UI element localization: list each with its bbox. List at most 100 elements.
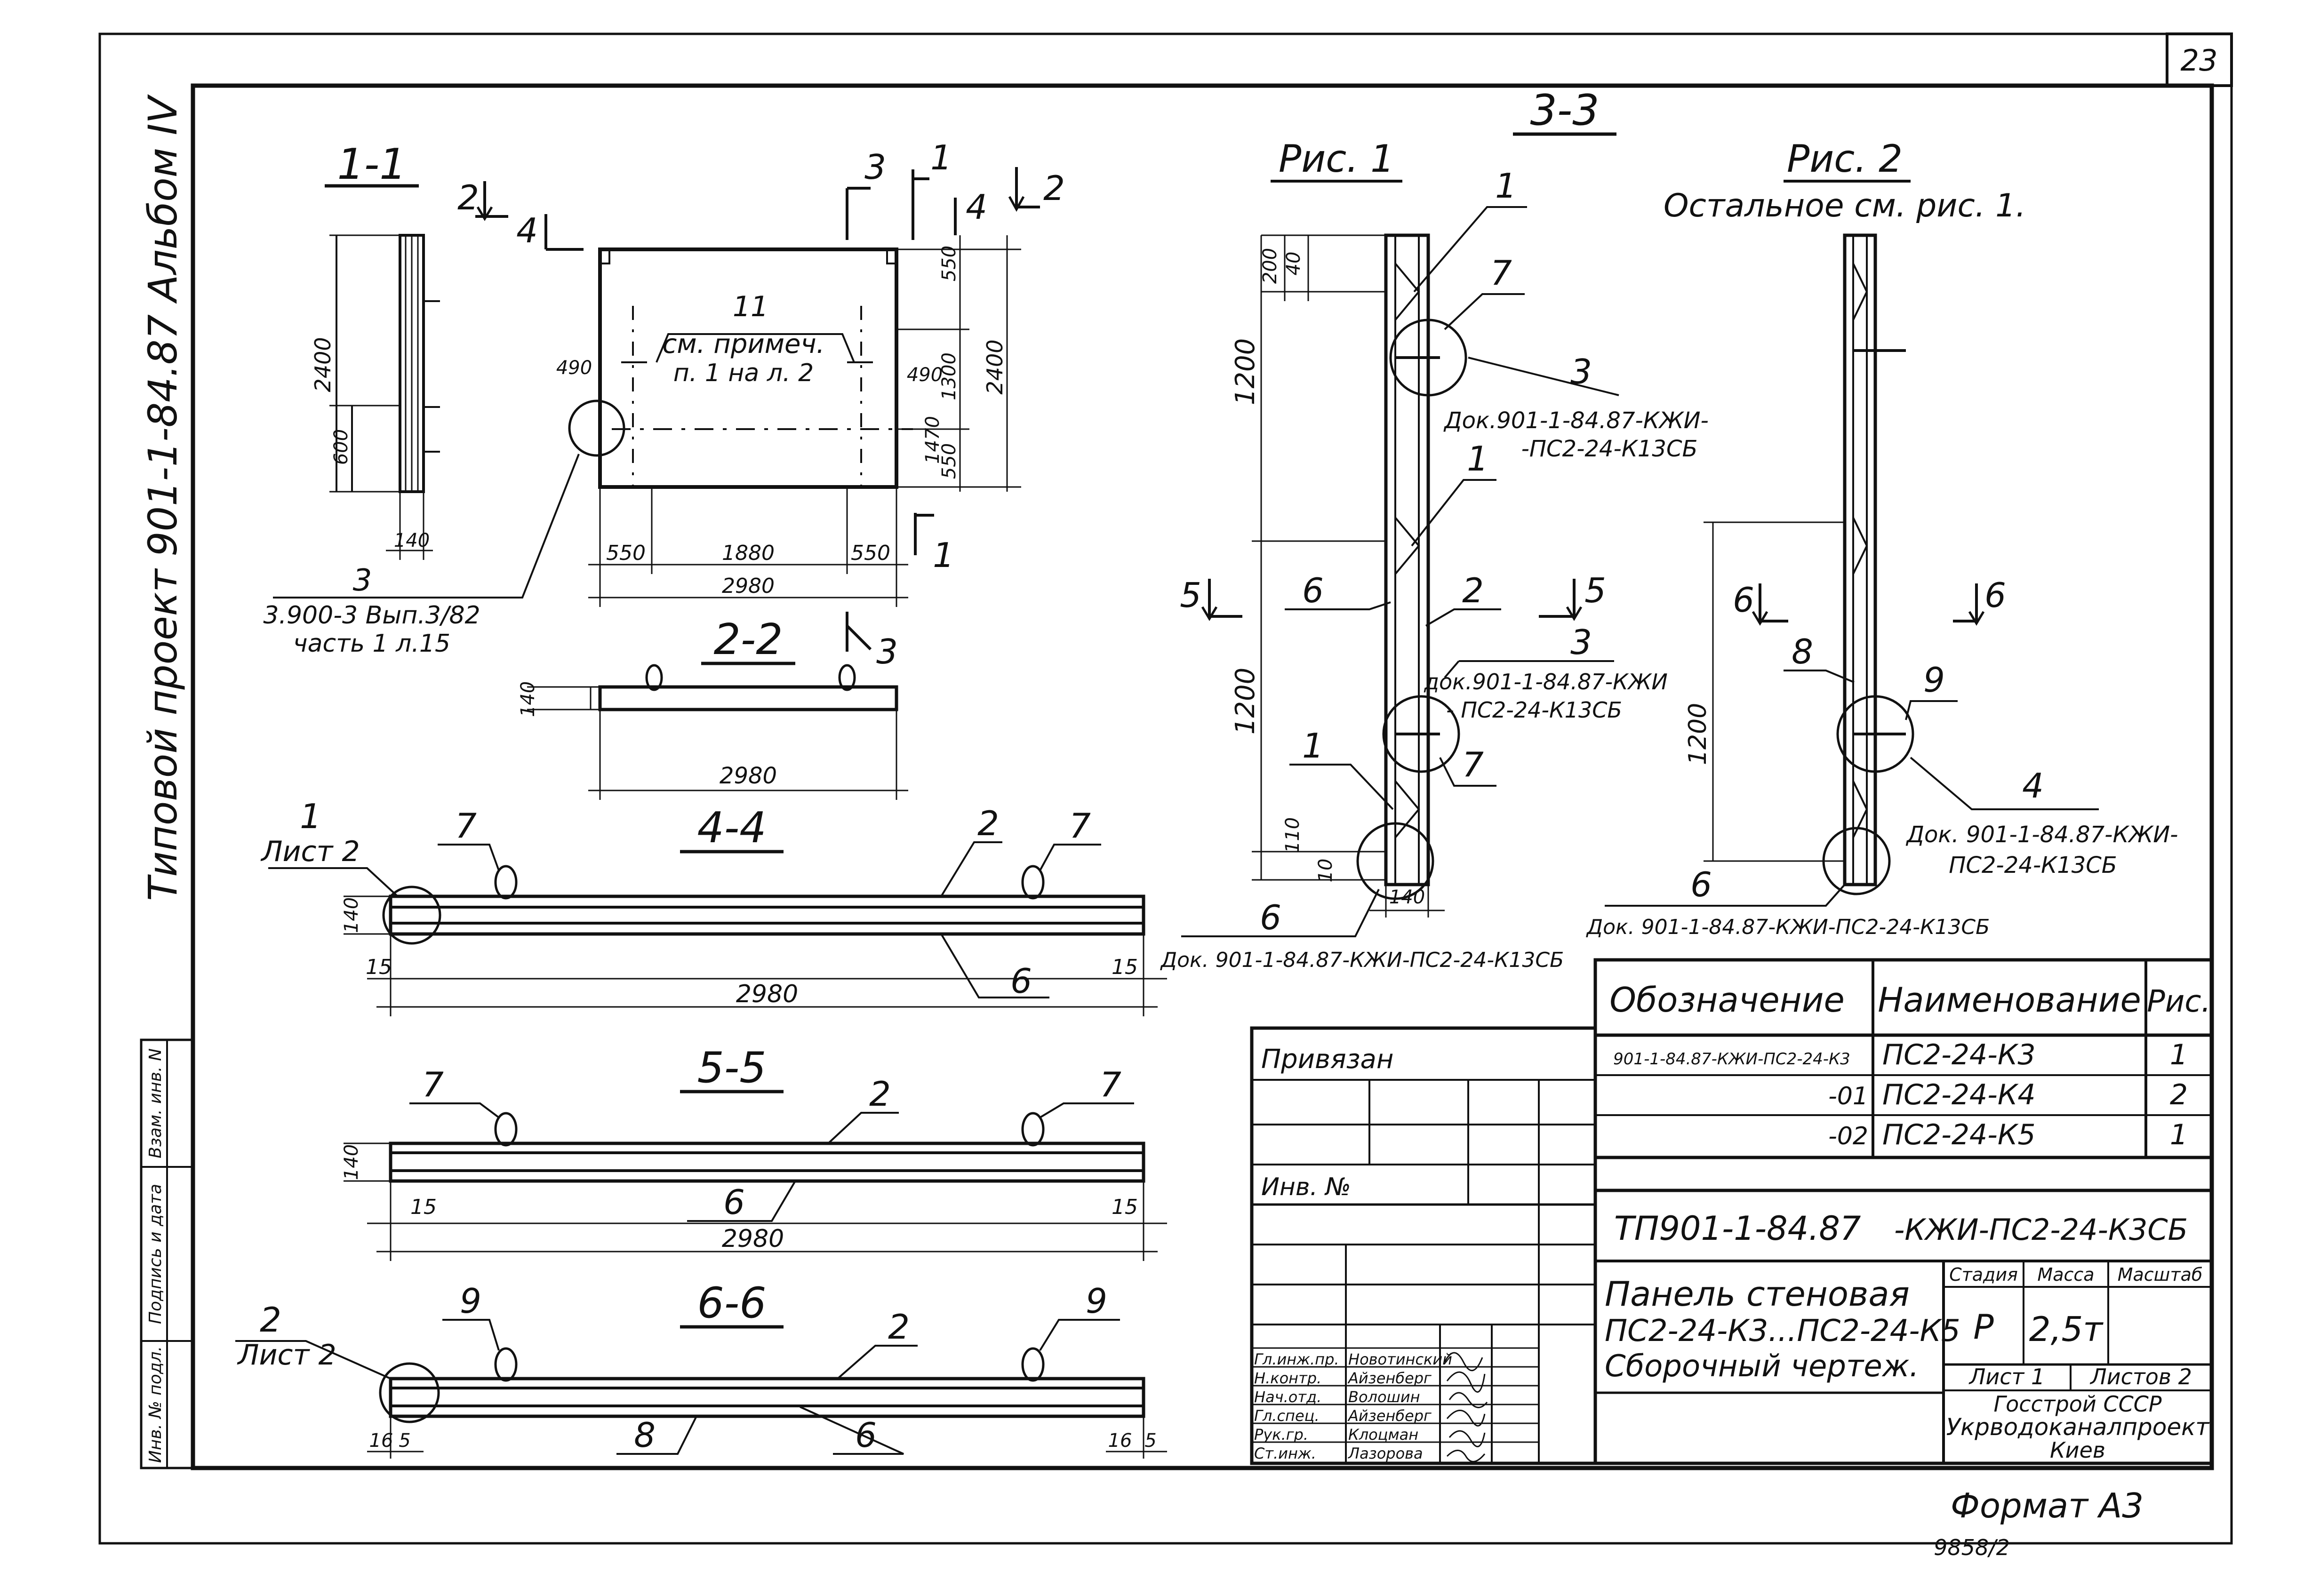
dim-fig1-200: 200	[1259, 248, 1281, 284]
stamp-org-line2: Укрводоканалпроект	[1946, 1413, 2210, 1441]
spec-row-1-designation: 901-1-84.87-КЖИ-ПС2-24-К3	[1613, 1050, 1850, 1069]
mark-6-6-9-right: 9	[1086, 1281, 1107, 1321]
binding-label: Привязан	[1261, 1044, 1393, 1075]
mark-4-4-7-right: 7	[1069, 806, 1091, 846]
cut-mark-2-right: 2	[1043, 168, 1065, 208]
dim-1-1-550-left: 550	[606, 541, 646, 565]
spec-row-2-fig: 2	[2170, 1078, 2188, 1111]
dim-1-1-490-right: 490	[907, 364, 943, 386]
dim-6-6-5-right: 5	[1144, 1430, 1156, 1452]
staff-4-role: Гл.спец.	[1254, 1407, 1320, 1425]
spec-row-3-designation: -02	[1828, 1122, 1868, 1150]
mark-6-6-6: 6	[855, 1415, 877, 1455]
fig1-mark-7-top: 7	[1490, 253, 1512, 293]
section-6-6-title: 6-6	[697, 1278, 767, 1328]
section-6-6: 6-6 2 Лист 2 9 2 9 8 6 16 5 16 5	[235, 1278, 1167, 1459]
dim-1-1-1300: 1300	[938, 352, 960, 400]
cut-mark-3-top: 3	[864, 147, 886, 187]
fig1-cut-mark-5-right: 5	[1584, 571, 1606, 610]
section-1-1: 1-1 2400 600 140 2 4	[263, 138, 1065, 658]
dim-1-1-600: 600	[330, 429, 352, 465]
dim-fig2-1200: 1200	[1684, 703, 1712, 765]
mark-1-1-a: 2	[457, 178, 479, 217]
mark-5-5-7-left: 7	[422, 1065, 444, 1104]
stamp-sheets: Листов 2	[2089, 1364, 2192, 1389]
ref-1-1-line1: 3.900-3 Вып.3/82	[263, 601, 480, 630]
mark-5-5-7-right: 7	[1100, 1065, 1121, 1104]
fig1-title: Рис. 1	[1279, 137, 1394, 181]
binding-block: Привязан Инв. № Гл.инж.пр. Новотинский Н…	[1250, 1026, 1597, 1465]
mark-1-1-b: 4	[516, 211, 538, 250]
dim-4-4-2980: 2980	[736, 980, 798, 1008]
fig1-doc3: Док. 901-1-84.87-КЖИ-ПС2-24-К13СБ	[1160, 948, 1564, 972]
dim-1-1-2400: 2400	[310, 337, 336, 392]
section-2-2: 2-2 140 2980 3	[517, 612, 908, 800]
dim-5-5-2980: 2980	[722, 1225, 784, 1253]
fig1-doc2-line1: док.901-1-84.87-КЖИ	[1424, 669, 1668, 694]
spec-header-name: Наименование	[1878, 980, 2141, 1020]
dim-fig1-140: 140	[1389, 886, 1425, 908]
mark-1-1-11: 11	[733, 290, 768, 323]
margin-inv-orig: Инв. № подл.	[146, 1346, 165, 1463]
staff-6-role: Ст.инж.	[1254, 1444, 1316, 1462]
mark-6-6-2: 2	[888, 1307, 910, 1347]
sheet-ref-6-6-label: Лист 2	[237, 1339, 336, 1372]
fig1-mark-1-mid: 1	[1467, 439, 1488, 479]
dim-1-1-550-bot: 550	[938, 443, 960, 479]
dim-6-6-16-right: 16	[1108, 1430, 1132, 1452]
margin-sign-date: Подпись и дата	[146, 1184, 165, 1324]
mark-6-6-9-left: 9	[460, 1281, 481, 1321]
fig2-doc5: Док. 901-1-84.87-КЖИ-ПС2-24-К13СБ	[1586, 915, 1990, 939]
staff-1-role: Гл.инж.пр.	[1254, 1350, 1339, 1368]
cut-mark-3-bottom: 3	[876, 632, 898, 671]
dim-1-1-1880: 1880	[722, 541, 775, 565]
dim-4-4-140: 140	[341, 897, 362, 933]
spec-row-1-name: ПС2-24-К3	[1882, 1038, 2036, 1071]
fig2-mark-6: 6	[1690, 865, 1712, 904]
dim-5-5-15-left: 15	[410, 1195, 437, 1219]
fig2-title: Рис. 2	[1787, 137, 1903, 181]
fig2-cut-mark-6-left: 6	[1733, 580, 1754, 620]
ref-1-1-num: 3	[353, 563, 372, 598]
spec-header-fig: Рис.	[2147, 984, 2211, 1019]
fig1-cut-mark-5-left: 5	[1180, 575, 1201, 615]
stamp-org-line3: Киев	[2050, 1437, 2105, 1463]
fig1-doc1-line2: -ПС2-24-К13СБ	[1521, 436, 1698, 462]
stamp-code-suffix: -КЖИ-ПС2-24-К3СБ	[1894, 1213, 2188, 1247]
dim-fig1-1200-bottom: 1200	[1230, 668, 1261, 735]
dim-1-1-2980: 2980	[722, 574, 775, 598]
fig1-mark-2: 2	[1462, 571, 1484, 610]
dim-6-6-5-left: 5	[399, 1430, 410, 1452]
fig1-mark-1-bottom: 1	[1302, 726, 1324, 766]
staff-2-name: Айзенберг	[1347, 1369, 1432, 1387]
sheet-number: 23	[2181, 43, 2218, 78]
dim-5-5-140: 140	[341, 1144, 362, 1180]
fig2-note: Остальное см. рис. 1.	[1664, 187, 2026, 224]
dim-4-4-15-right: 15	[1112, 955, 1138, 979]
cut-mark-1-top: 1	[930, 138, 952, 177]
stamp-title-line1: Панель стеновая	[1605, 1274, 1910, 1314]
inner-frame	[191, 83, 2214, 1470]
stamp-mass-label: Масса	[2037, 1264, 2094, 1285]
section-4-4-title: 4-4	[697, 803, 767, 853]
dim-1-1-550-top: 550	[938, 246, 960, 281]
dim-6-6-16-left: 16	[369, 1430, 393, 1452]
spec-row-1-fig: 1	[2170, 1038, 2188, 1071]
dim-1-1-1470: 1470	[922, 416, 944, 464]
staff-6-name: Лазорова	[1348, 1444, 1423, 1462]
dim-1-1-140: 140	[394, 530, 430, 551]
section-3-3-title: 3-3	[1530, 86, 1600, 135]
fig1-mark-3-mid: 3	[1570, 622, 1592, 662]
stamp-stage-label: Стадия	[1949, 1264, 2018, 1285]
spec-row-3-fig: 1	[2170, 1118, 2188, 1151]
stamp-mass: 2,5т	[2029, 1309, 2104, 1349]
section-1-1-title: 1-1	[337, 140, 407, 189]
outer-frame	[98, 32, 2233, 1545]
ref-1-1-line2: часть 1 л.15	[293, 630, 450, 658]
stamp-code: ТП901-1-84.87	[1614, 1209, 1861, 1248]
fig1-mark-7-bottom: 7	[1462, 745, 1484, 784]
spec-row-2-name: ПС2-24-К4	[1882, 1078, 2036, 1111]
stamp-scale-label: Масштаб	[2118, 1264, 2203, 1285]
fig2-doc4-line1: Док. 901-1-84.87-КЖИ-	[1906, 822, 2178, 848]
section-5-5: 5-5 7 2 7 6 140 15 15 2980	[341, 1043, 1167, 1261]
